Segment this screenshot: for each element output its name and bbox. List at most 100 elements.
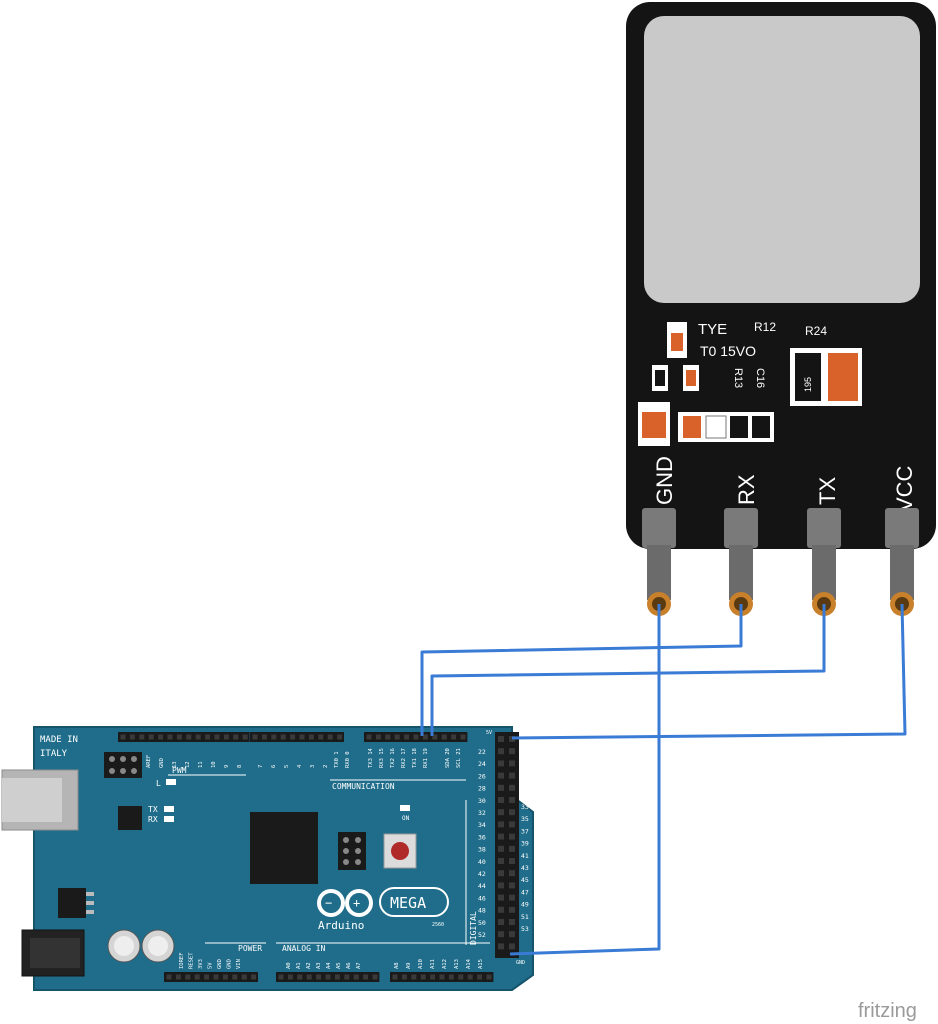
header-pin[interactable] bbox=[498, 736, 504, 742]
header-pin[interactable] bbox=[166, 974, 172, 980]
wire-vcc-to-5v[interactable] bbox=[511, 603, 907, 740]
header-pin[interactable] bbox=[158, 734, 164, 740]
header-pin[interactable] bbox=[498, 833, 504, 840]
header-pin[interactable] bbox=[509, 748, 515, 755]
header-pin[interactable] bbox=[477, 974, 483, 980]
header-pin[interactable] bbox=[213, 974, 219, 980]
header-pin[interactable] bbox=[509, 919, 515, 925]
header-pin[interactable] bbox=[439, 974, 445, 980]
header-pin[interactable] bbox=[509, 882, 515, 889]
header-pin[interactable] bbox=[498, 809, 504, 816]
header-pin[interactable] bbox=[420, 974, 426, 980]
header-pin[interactable] bbox=[337, 734, 343, 740]
header-pin[interactable] bbox=[252, 734, 258, 740]
header-pin[interactable] bbox=[280, 734, 286, 740]
header-pin[interactable] bbox=[214, 734, 220, 740]
header-pin[interactable] bbox=[394, 734, 400, 740]
header-pin[interactable] bbox=[498, 894, 504, 901]
header-pin[interactable] bbox=[278, 974, 284, 980]
header-pin[interactable] bbox=[404, 734, 410, 740]
header-pin[interactable] bbox=[467, 974, 473, 980]
header-pin[interactable] bbox=[509, 760, 515, 767]
wire-gnd-to-gnd[interactable] bbox=[509, 604, 661, 956]
header-pin[interactable] bbox=[344, 974, 350, 980]
header-pin[interactable] bbox=[509, 784, 515, 791]
header-pin[interactable] bbox=[498, 784, 504, 791]
header-pin[interactable] bbox=[509, 906, 515, 913]
header-pin[interactable] bbox=[308, 734, 314, 740]
header-pin[interactable] bbox=[325, 974, 331, 980]
header-pin[interactable] bbox=[139, 734, 145, 740]
header-pin[interactable] bbox=[498, 858, 504, 864]
header-pin[interactable] bbox=[498, 845, 504, 852]
header-pin[interactable] bbox=[413, 734, 419, 740]
header-pin[interactable] bbox=[232, 974, 238, 980]
header-pin[interactable] bbox=[334, 974, 340, 980]
header-pin[interactable] bbox=[498, 870, 504, 877]
header-pin[interactable] bbox=[509, 858, 515, 864]
header-pin[interactable] bbox=[194, 974, 200, 980]
header-pin[interactable] bbox=[498, 919, 504, 925]
header-pin[interactable] bbox=[498, 797, 504, 803]
header-pin[interactable] bbox=[422, 734, 428, 740]
header-pin[interactable] bbox=[175, 974, 181, 980]
header-pin[interactable] bbox=[372, 974, 378, 980]
wire-tx-to-rx1[interactable] bbox=[430, 604, 826, 736]
header-pin[interactable] bbox=[509, 870, 515, 877]
header-pin[interactable] bbox=[441, 734, 447, 740]
header-pin[interactable] bbox=[451, 734, 457, 740]
header-pin[interactable] bbox=[498, 821, 504, 828]
header-pin[interactable] bbox=[195, 734, 201, 740]
header-pin[interactable] bbox=[261, 734, 267, 740]
header-pin[interactable] bbox=[318, 734, 324, 740]
header-pin[interactable] bbox=[458, 974, 464, 980]
header-pin[interactable] bbox=[509, 821, 515, 828]
sensor-pin-gnd[interactable] bbox=[642, 508, 676, 616]
header-pin[interactable] bbox=[385, 734, 391, 740]
header-pin[interactable] bbox=[498, 943, 504, 950]
header-pin[interactable] bbox=[205, 734, 211, 740]
header-pin[interactable] bbox=[509, 797, 515, 803]
header-pin[interactable] bbox=[509, 931, 515, 938]
header-pin[interactable] bbox=[233, 734, 239, 740]
header-pin[interactable] bbox=[363, 974, 369, 980]
header-pin[interactable] bbox=[186, 734, 192, 740]
header-pin[interactable] bbox=[509, 845, 515, 852]
header-pin[interactable] bbox=[176, 734, 182, 740]
header-pin[interactable] bbox=[353, 974, 359, 980]
header-pin[interactable] bbox=[327, 734, 333, 740]
header-pin[interactable] bbox=[411, 974, 417, 980]
header-pin[interactable] bbox=[299, 734, 305, 740]
header-pin[interactable] bbox=[498, 760, 504, 767]
header-pin[interactable] bbox=[297, 974, 303, 980]
header-pin[interactable] bbox=[498, 772, 504, 779]
header-pin[interactable] bbox=[392, 974, 398, 980]
header-pin[interactable] bbox=[460, 734, 466, 740]
header-pin[interactable] bbox=[290, 734, 296, 740]
header-pin[interactable] bbox=[509, 943, 515, 950]
sensor-pin-tx[interactable] bbox=[807, 508, 841, 616]
header-pin[interactable] bbox=[509, 772, 515, 779]
header-pin[interactable] bbox=[223, 734, 229, 740]
header-pin[interactable] bbox=[509, 833, 515, 840]
header-pin[interactable] bbox=[375, 734, 381, 740]
header-pin[interactable] bbox=[498, 906, 504, 913]
header-pin[interactable] bbox=[271, 734, 277, 740]
header-pin[interactable] bbox=[448, 974, 454, 980]
header-pin[interactable] bbox=[251, 974, 257, 980]
header-pin[interactable] bbox=[316, 974, 322, 980]
header-pin[interactable] bbox=[167, 734, 173, 740]
header-pin[interactable] bbox=[366, 734, 372, 740]
header-pin[interactable] bbox=[509, 894, 515, 901]
header-pin[interactable] bbox=[509, 736, 515, 742]
header-pin[interactable] bbox=[148, 734, 154, 740]
header-pin[interactable] bbox=[509, 809, 515, 816]
header-pin[interactable] bbox=[120, 734, 126, 740]
header-pin[interactable] bbox=[129, 734, 135, 740]
header-pin[interactable] bbox=[242, 734, 248, 740]
sensor-pin-vcc[interactable] bbox=[885, 508, 919, 616]
header-pin[interactable] bbox=[498, 931, 504, 938]
header-pin[interactable] bbox=[204, 974, 210, 980]
header-pin[interactable] bbox=[498, 882, 504, 889]
header-pin[interactable] bbox=[486, 974, 492, 980]
